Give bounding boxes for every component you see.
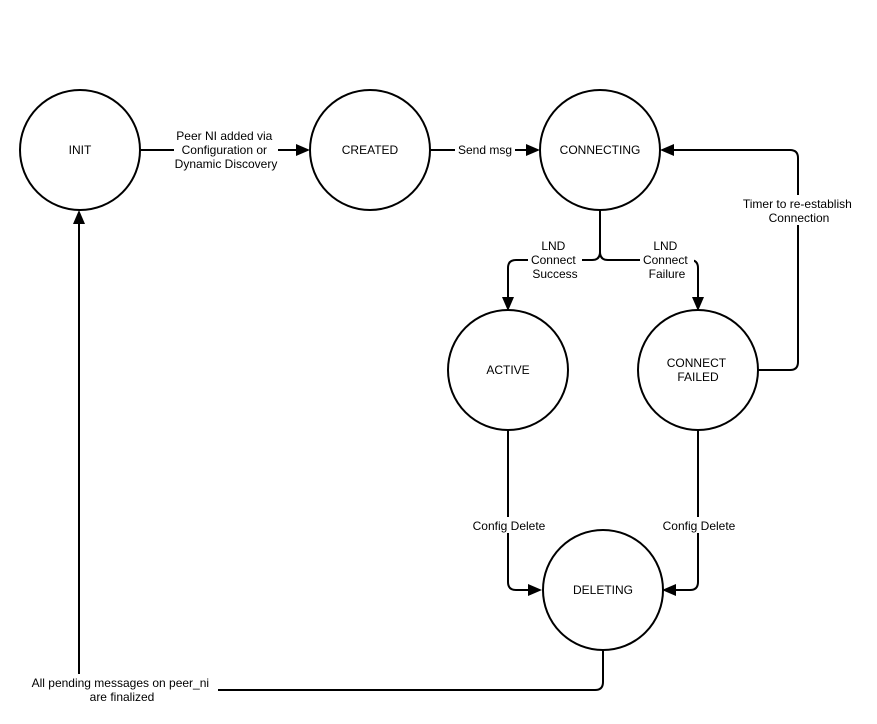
state-connecting: CONNECTING — [539, 89, 661, 211]
state-connect-failed-label: CONNECT FAILED — [667, 356, 729, 384]
edge-failed-to-deleting — [676, 430, 699, 591]
edge-deleting-to-init — [78, 224, 604, 691]
label-deleting-to-init: All pending messages on peer_ni are fina… — [32, 676, 213, 704]
arrowhead-connecting-left — [526, 144, 540, 156]
state-active: ACTIVE — [447, 309, 569, 431]
arrowhead-connecting-right — [660, 144, 674, 156]
label-created-to-connecting: Send msg — [458, 143, 512, 157]
label-init-to-created: Peer NI added via Configuration or Dynam… — [175, 129, 278, 171]
label-connecting-to-active: LND Connect Success — [531, 239, 579, 281]
state-deleting: DELETING — [542, 529, 664, 651]
edge-failed-to-connecting — [674, 149, 799, 371]
label-connecting-to-failed: LND Connect Failure — [643, 239, 691, 281]
state-init: INIT — [19, 89, 141, 211]
state-deleting-label: DELETING — [573, 583, 633, 597]
arrowhead-init — [73, 210, 85, 224]
arrowhead-active — [502, 297, 514, 311]
arrowhead-deleting-left — [528, 584, 542, 596]
state-active-label: ACTIVE — [486, 363, 529, 377]
state-init-label: INIT — [69, 143, 92, 157]
arrowhead-failed — [692, 297, 704, 311]
label-failed-to-deleting: Config Delete — [663, 519, 736, 533]
state-created-label: CREATED — [342, 143, 399, 157]
state-connecting-label: CONNECTING — [560, 143, 641, 157]
state-created: CREATED — [309, 89, 431, 211]
edge-active-to-deleting — [507, 430, 528, 591]
arrowhead-deleting-right — [662, 584, 676, 596]
arrowhead-created — [296, 144, 310, 156]
state-connect-failed: CONNECT FAILED — [637, 309, 759, 431]
label-failed-to-connecting: Timer to re-establish Connection — [743, 197, 855, 225]
label-active-to-deleting: Config Delete — [473, 519, 546, 533]
